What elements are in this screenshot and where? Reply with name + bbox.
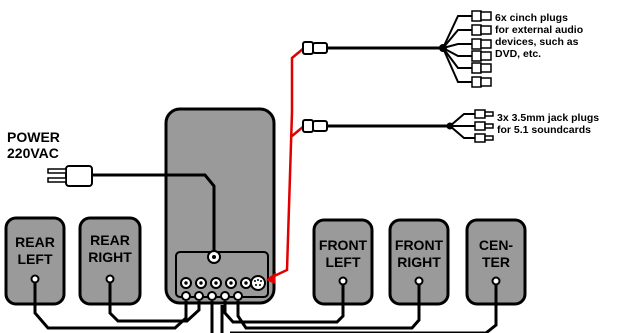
cinch-cable xyxy=(302,10,492,88)
power-cord xyxy=(92,173,216,251)
jack-note-line2: for 5.1 soundcards xyxy=(497,124,591,136)
front-right-label-line1: FRONT xyxy=(394,237,444,253)
rear-left-terminal xyxy=(30,274,40,284)
front-left-label-line1: FRONT xyxy=(318,237,368,253)
center-label-line1: CEN- xyxy=(478,237,514,253)
cinch-note-line2: for external audio xyxy=(495,24,584,36)
rear-right-terminal xyxy=(105,274,115,284)
front-left-label: FRONT LEFT xyxy=(314,237,372,271)
center-label-line2: TER xyxy=(482,254,510,270)
output-sockets xyxy=(181,291,243,301)
front-right-label: FRONT RIGHT xyxy=(390,237,448,271)
jack-cable xyxy=(302,109,494,143)
rear-right-label: REAR RIGHT xyxy=(80,232,140,266)
rear-left-label-line2: LEFT xyxy=(17,251,53,267)
center-terminal xyxy=(491,276,501,286)
rear-left-label-line1: REAR xyxy=(15,234,55,250)
speaker-cables xyxy=(33,283,498,333)
power-label-line1: POWER xyxy=(7,129,60,145)
cinch-note-line1: 6x cinch plugs xyxy=(495,12,568,24)
front-right-label-line2: RIGHT xyxy=(397,254,441,270)
power-plug xyxy=(47,165,93,187)
front-right-terminal xyxy=(414,276,424,286)
front-left-terminal xyxy=(338,276,348,286)
rear-right-label-line1: REAR xyxy=(90,232,130,248)
connector-panel xyxy=(175,251,269,298)
cinch-note-line3: devices, such as xyxy=(495,36,579,48)
jack-note-line1: 3x 3.5mm jack plugs xyxy=(497,112,600,124)
cinch-note: 6x cinch plugs for external audio device… xyxy=(495,12,583,60)
din-socket xyxy=(250,275,266,291)
cinch-note-line4: DVD, etc. xyxy=(495,48,542,60)
power-label-line2: 220VAC xyxy=(7,145,59,161)
center-label: CEN- TER xyxy=(467,237,525,271)
rear-right-label-line2: RIGHT xyxy=(88,249,132,265)
front-left-label-line2: LEFT xyxy=(325,254,361,270)
power-label: POWER 220VAC xyxy=(7,129,60,161)
rear-left-label: REAR LEFT xyxy=(6,234,64,268)
jack-note: 3x 3.5mm jack plugs for 5.1 soundcards xyxy=(497,112,599,136)
